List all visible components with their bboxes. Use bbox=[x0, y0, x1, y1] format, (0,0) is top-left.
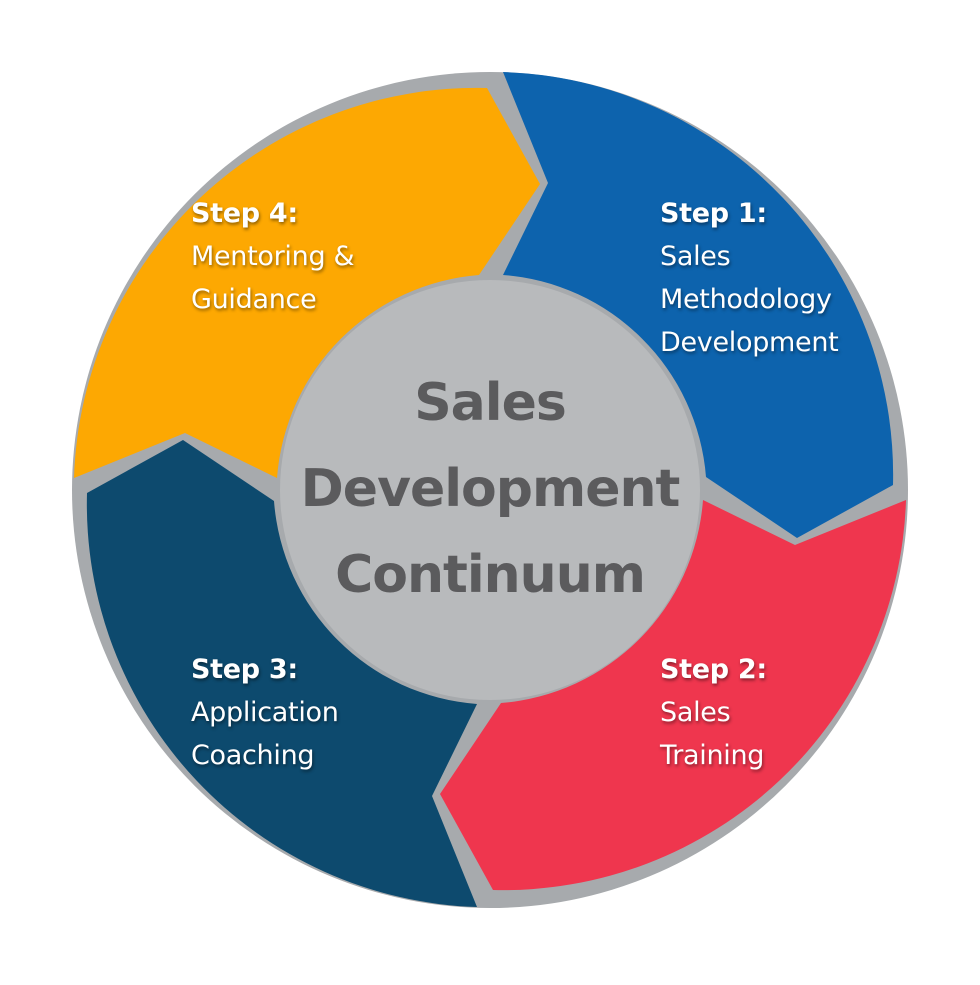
step-1-line: Methodology bbox=[660, 284, 832, 315]
center-title: Sales Development Continuum bbox=[290, 360, 690, 618]
step-1-line: Development bbox=[660, 327, 839, 358]
step-3-title: Step 3: bbox=[191, 654, 298, 685]
step-2-line: Training bbox=[660, 740, 765, 771]
step-1-label: Step 1: Sales Methodology Development bbox=[660, 192, 839, 364]
segment-step-2 bbox=[440, 500, 906, 891]
step-4-line: Guidance bbox=[191, 284, 317, 315]
step-2-title: Step 2: bbox=[660, 654, 767, 685]
segment-step-1 bbox=[503, 72, 894, 538]
step-1-title: Step 1: bbox=[660, 198, 767, 229]
step-4-title: Step 4: bbox=[191, 198, 298, 229]
step-2-label: Step 2: Sales Training bbox=[660, 648, 767, 777]
center-title-line: Continuum bbox=[335, 545, 646, 605]
segment-step-3 bbox=[86, 440, 477, 907]
step-3-label: Step 3: Application Coaching bbox=[191, 648, 339, 777]
center-circle bbox=[280, 280, 700, 700]
step-3-line: Application bbox=[191, 697, 339, 728]
step-4-line: Mentoring & bbox=[191, 241, 355, 272]
step-2-line: Sales bbox=[660, 697, 731, 728]
step-3-line: Coaching bbox=[191, 740, 315, 771]
step-4-label: Step 4: Mentoring & Guidance bbox=[191, 192, 355, 321]
step-1-line: Sales bbox=[660, 241, 731, 272]
segment-step-4 bbox=[74, 87, 540, 478]
center-title-line: Development bbox=[300, 459, 681, 519]
center-title-line: Sales bbox=[414, 373, 567, 433]
